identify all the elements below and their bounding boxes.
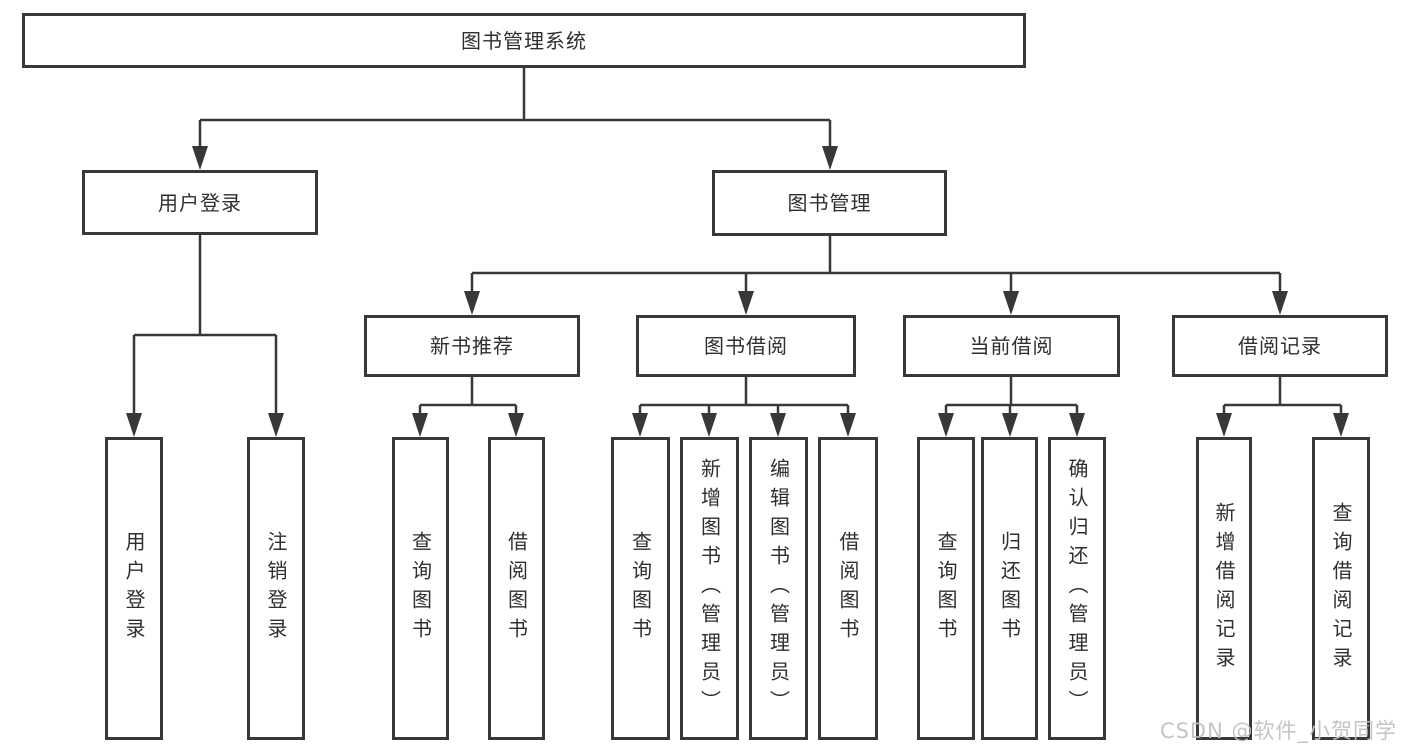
leaf-query-book-1: 查询图书 bbox=[392, 437, 449, 740]
connector-borrow bbox=[638, 377, 850, 418]
node-label: 借阅记录 bbox=[1238, 334, 1322, 358]
connector-user-login bbox=[132, 235, 278, 418]
leaf-query-borrow-record: 查询借阅记录 bbox=[1312, 437, 1370, 740]
leaf-borrow-book-2: 借阅图书 bbox=[818, 437, 878, 740]
leaf-edit-book-admin: 编辑图书（管理员） bbox=[749, 437, 808, 740]
leaf-confirm-return-admin: 确认归还（管理员） bbox=[1048, 437, 1106, 740]
node-label: 确认归还（管理员） bbox=[1065, 458, 1089, 719]
node-book-borrow: 图书借阅 bbox=[636, 315, 856, 377]
node-book-management: 图书管理 bbox=[712, 170, 947, 236]
leaf-logout: 注销登录 bbox=[247, 437, 305, 740]
node-label: 新增图书（管理员） bbox=[697, 458, 722, 719]
node-borrow-record: 借阅记录 bbox=[1172, 315, 1388, 377]
node-label: 图书管理系统 bbox=[461, 28, 587, 53]
node-user-login: 用户登录 bbox=[82, 170, 318, 235]
connector-root bbox=[198, 68, 832, 150]
node-label: 注销登录 bbox=[264, 530, 288, 647]
node-label: 借阅图书 bbox=[836, 530, 860, 647]
node-label: 图书借阅 bbox=[704, 334, 788, 358]
leaf-add-borrow-record: 新增借阅记录 bbox=[1196, 437, 1252, 740]
arrowheads bbox=[126, 146, 1349, 437]
leaf-user-login: 用户登录 bbox=[105, 437, 163, 740]
node-label: 查询图书 bbox=[408, 530, 433, 647]
connector-current bbox=[944, 377, 1079, 418]
connector-book-mgmt bbox=[470, 236, 1282, 296]
csdn-watermark: CSDN @软件_小贺同学 bbox=[1159, 719, 1397, 743]
node-system-root: 图书管理系统 bbox=[22, 13, 1026, 68]
leaf-query-book-2: 查询图书 bbox=[611, 437, 670, 740]
connector-new-book bbox=[418, 377, 518, 418]
node-label: 查询图书 bbox=[628, 530, 653, 647]
node-label: 编辑图书（管理员） bbox=[766, 458, 791, 719]
node-new-book-recommend: 新书推荐 bbox=[364, 315, 580, 377]
node-label: 查询借阅记录 bbox=[1329, 501, 1353, 676]
node-label: 查询图书 bbox=[934, 530, 958, 647]
leaf-borrow-book-1: 借阅图书 bbox=[488, 437, 545, 740]
node-label: 图书管理 bbox=[787, 191, 872, 215]
node-label: 用户登录 bbox=[158, 190, 242, 215]
leaf-query-book-3: 查询图书 bbox=[917, 437, 975, 740]
node-label: 新书推荐 bbox=[430, 334, 514, 358]
leaf-add-book-admin: 新增图书（管理员） bbox=[680, 437, 739, 740]
node-label: 归还图书 bbox=[997, 530, 1022, 647]
node-label: 用户登录 bbox=[122, 530, 146, 647]
node-label: 当前借阅 bbox=[969, 334, 1054, 358]
connector-record bbox=[1222, 377, 1343, 418]
node-label: 借阅图书 bbox=[504, 530, 529, 647]
node-label: 新增借阅记录 bbox=[1212, 501, 1236, 676]
node-current-borrow: 当前借阅 bbox=[903, 315, 1120, 377]
leaf-return-book: 归还图书 bbox=[981, 437, 1038, 740]
